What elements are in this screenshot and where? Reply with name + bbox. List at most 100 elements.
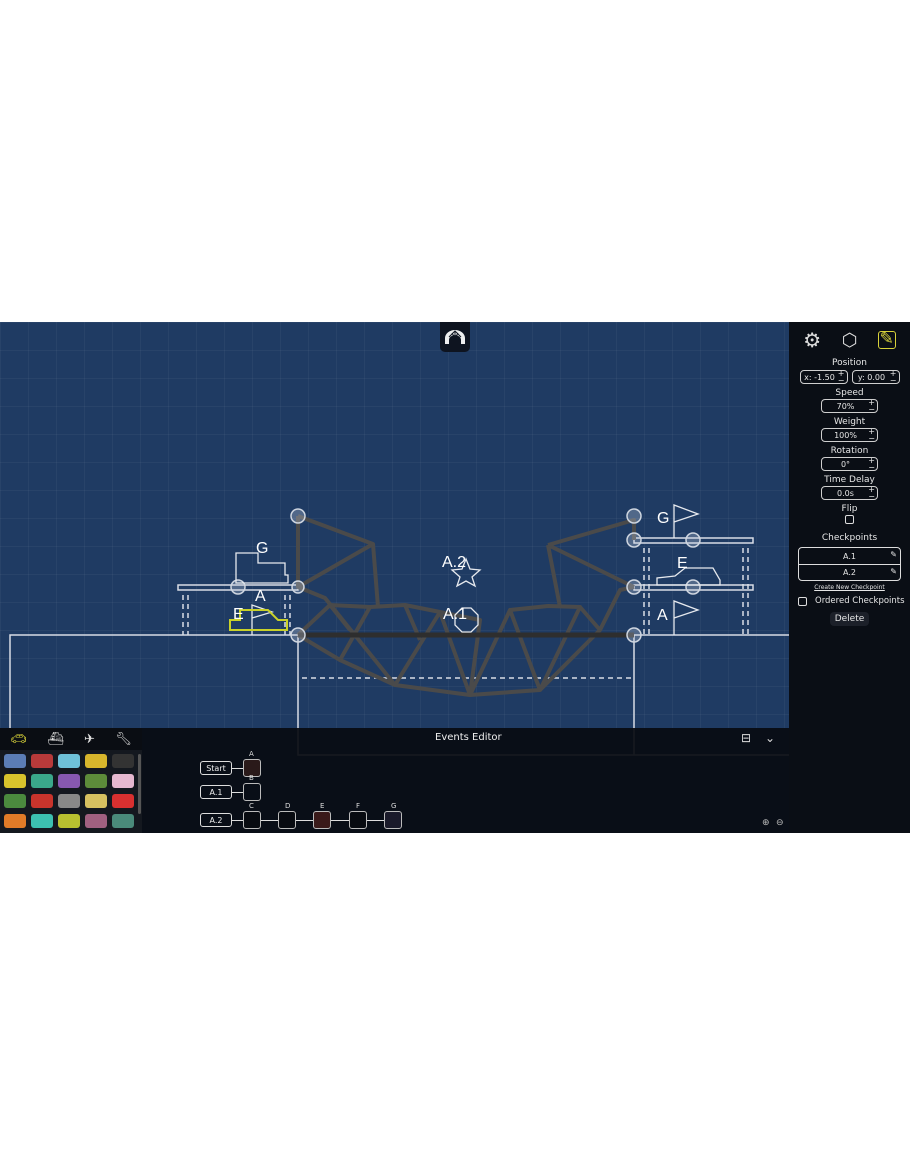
event-step-flag[interactable] <box>243 783 261 801</box>
step-label: B <box>249 774 254 782</box>
checkpoint-octagon <box>454 607 479 633</box>
vehicle-thumbnail[interactable] <box>4 814 26 828</box>
stepper-icon[interactable]: +− <box>868 427 875 443</box>
position-y-field[interactable]: y: 0.00+− <box>851 369 900 385</box>
vehicle-thumbnail[interactable] <box>31 774 53 788</box>
checkpoint-item[interactable]: A.2✎ <box>799 564 900 580</box>
stepper-icon[interactable]: +− <box>868 398 875 414</box>
vehicle-thumbnail[interactable] <box>85 774 107 788</box>
flag-a-left <box>251 604 275 635</box>
checkpoints-label: Checkpoints <box>821 533 878 543</box>
boat-tab-icon[interactable]: ⛴︎ <box>47 731 64 747</box>
vehicle-thumbnail[interactable] <box>112 774 134 788</box>
label-a-left: A <box>255 588 266 605</box>
vehicle-thumbnail[interactable] <box>85 794 107 808</box>
stepper-icon[interactable]: +− <box>889 369 897 385</box>
flip-checkbox[interactable] <box>845 515 854 524</box>
create-checkpoint-link[interactable]: Create New Checkpoint <box>814 584 885 591</box>
edit-icon[interactable]: ✎ <box>890 567 897 576</box>
time-delay-label: Time Delay <box>824 475 875 485</box>
gear-icon[interactable]: ⚙ <box>803 328 822 352</box>
edit-icon[interactable]: ✎ <box>877 329 896 349</box>
label-e-left: E <box>233 606 244 623</box>
rotation-field[interactable]: 0° +− <box>821 456 878 472</box>
position-x-value: x: -1.50 <box>804 372 835 382</box>
vehicle-thumbnail[interactable] <box>31 814 53 828</box>
vehicle-thumbnail[interactable] <box>58 814 80 828</box>
speed-field[interactable]: 70% +− <box>821 398 878 414</box>
connector <box>232 792 243 793</box>
vehicle-thumbnail[interactable] <box>4 794 26 808</box>
speed-value: 70% <box>836 401 855 411</box>
flag-a-right <box>673 600 700 635</box>
car-tab-icon[interactable]: 🚗︎ <box>10 731 27 747</box>
ordered-checkpoints-label: Ordered Checkpoints <box>815 596 905 606</box>
selected-car-e <box>229 609 288 631</box>
vehicle-thumbnail[interactable] <box>4 774 26 788</box>
label-e-right: E <box>677 555 688 572</box>
checkpoints-list: A.1✎ A.2✎ <box>798 547 901 581</box>
event-step-checkpoint[interactable] <box>243 811 261 829</box>
grid <box>0 322 789 728</box>
event-step-vehicle[interactable] <box>243 759 261 777</box>
label-g-left: G <box>256 540 268 557</box>
event-step-vehicle[interactable] <box>313 811 331 829</box>
bridge-scene[interactable]: G A E A.2 A.1 G E A <box>0 322 789 833</box>
vehicle-thumbnail[interactable] <box>85 814 107 828</box>
plane-tab-icon[interactable]: ✈︎ <box>83 731 95 747</box>
weight-field[interactable]: 100% +− <box>821 427 878 443</box>
weight-value: 100% <box>834 430 857 440</box>
zoom-out-icon[interactable]: ⊖ <box>776 818 784 828</box>
right-upper-platform <box>633 537 754 544</box>
collapse-chevron-icon[interactable]: ⌄ <box>765 731 776 745</box>
vehicle-thumbnail[interactable] <box>112 754 134 768</box>
edit-icon[interactable]: ✎ <box>890 550 897 559</box>
step-label: A <box>249 750 254 758</box>
delete-button[interactable]: Delete <box>829 612 870 626</box>
palette-scrollbar[interactable] <box>138 754 141 814</box>
vehicle-thumbnail[interactable] <box>31 794 53 808</box>
anchor-joints <box>230 508 701 643</box>
label-g-right: G <box>657 510 669 527</box>
step-label: F <box>356 802 361 810</box>
stepper-icon[interactable]: +− <box>868 456 875 472</box>
vehicle-thumbnail[interactable] <box>112 794 134 808</box>
shapes-icon[interactable]: ⬡ <box>841 329 858 351</box>
bridge-arch-icon <box>445 330 465 344</box>
vehicle-thumbnail[interactable] <box>58 774 80 788</box>
connector <box>232 768 243 769</box>
time-delay-value: 0.0s <box>837 488 854 498</box>
vehicle-thumbnail[interactable] <box>58 754 80 768</box>
rotation-value: 0° <box>840 459 851 469</box>
vehicle-thumbnail[interactable] <box>58 794 80 808</box>
bridge-mode-button[interactable] <box>440 322 470 352</box>
ordered-checkpoints-checkbox[interactable] <box>798 596 807 606</box>
stepper-icon[interactable]: +− <box>868 485 875 501</box>
vehicle-thumbnail[interactable] <box>112 814 134 828</box>
position-x-field[interactable]: x: -1.50+− <box>799 369 848 385</box>
vehicle-thumbnail[interactable] <box>4 754 26 768</box>
align-icon[interactable]: ⊟ <box>741 731 752 745</box>
checkpoint-item[interactable]: A.1✎ <box>799 548 900 564</box>
vehicle-thumbnail[interactable] <box>31 754 53 768</box>
label-a-right: A <box>657 607 668 624</box>
game-window: G A E A.2 A.1 G E A ⚙ ⬡ ✎ Position x: -1… <box>0 322 910 833</box>
label-checkpoint-a2: A.2 <box>442 554 466 571</box>
stepper-icon[interactable]: +− <box>837 369 845 385</box>
bridge-truss <box>296 514 636 697</box>
step-label: D <box>285 802 291 810</box>
vehicle-thumbnail[interactable] <box>85 754 107 768</box>
event-trigger-start[interactable]: Start <box>200 761 232 775</box>
event-step-vehicle[interactable] <box>384 811 402 829</box>
tools-tab-icon[interactable]: 🔧︎ <box>115 731 132 747</box>
time-delay-field[interactable]: 0.0s +− <box>821 485 878 501</box>
trigger-label: A.2 <box>209 815 223 825</box>
event-trigger-a2[interactable]: A.2 <box>200 813 232 827</box>
step-label: E <box>320 802 325 810</box>
events-editor-panel: 🚗︎ ⛴︎ ✈︎ 🔧︎ Events Editor ⊟ ⌄ Start A A.… <box>0 728 789 833</box>
event-step-flag[interactable] <box>349 811 367 829</box>
vehicle-palette: 🚗︎ ⛴︎ ✈︎ 🔧︎ <box>0 728 142 833</box>
event-step-flag[interactable] <box>278 811 296 829</box>
event-trigger-a1[interactable]: A.1 <box>200 785 232 799</box>
zoom-in-icon[interactable]: ⊕ <box>762 818 770 828</box>
